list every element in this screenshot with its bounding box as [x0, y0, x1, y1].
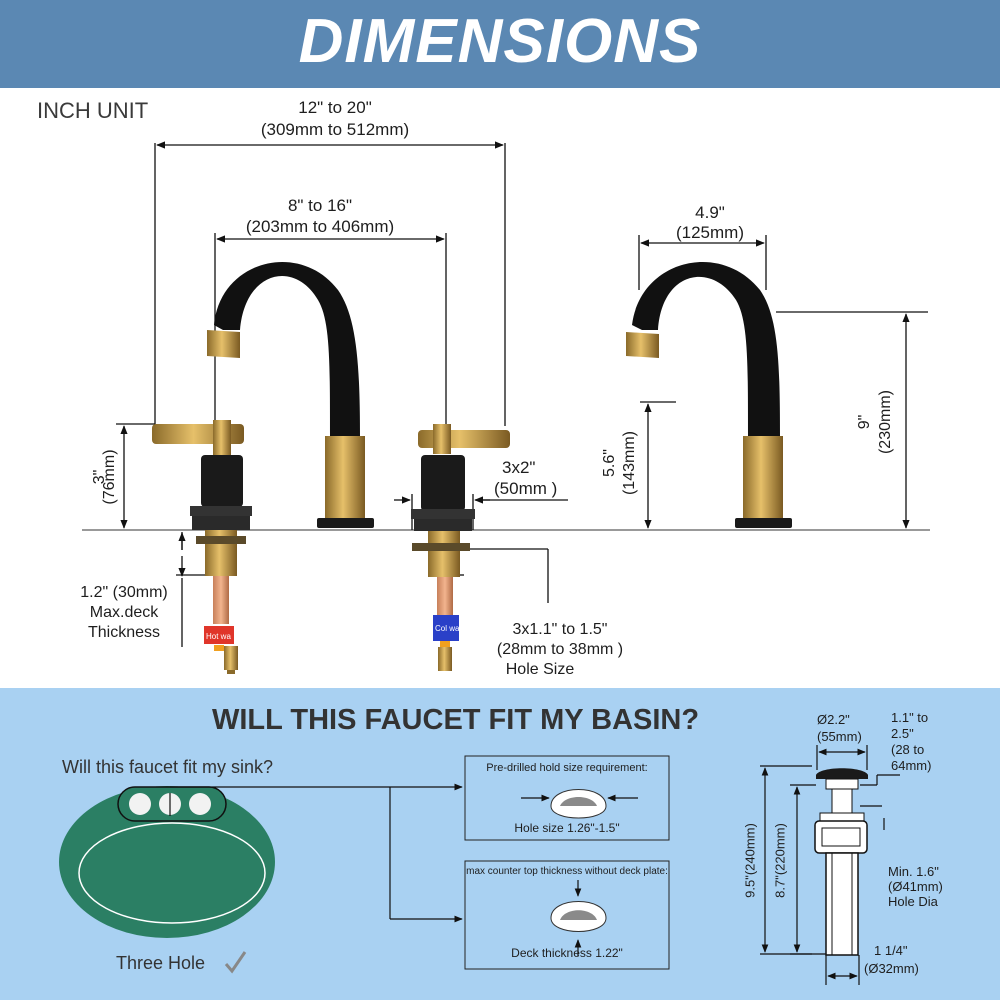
- fit-question: Will this faucet fit my sink?: [62, 757, 274, 777]
- drain-body-length: 8.7"(220mm): [772, 823, 788, 898]
- sink-to-box-connectors: [169, 783, 463, 923]
- overall-width-mm: (309mm to 512mm): [260, 120, 410, 139]
- deck-thickness-dimension: [176, 532, 206, 647]
- drain-hole-line3: Hole Dia: [888, 894, 938, 909]
- base-diameter-mm: (50mm ): [494, 479, 558, 498]
- center-spacing-mm: (203mm to 406mm): [245, 217, 395, 236]
- deck-thickness-line2: Max.deck: [89, 604, 159, 621]
- fit-section-title: WILL THIS FAUCET FIT MY BASIN?: [212, 704, 700, 736]
- deck-thickness-line1: 1.2" (30mm): [80, 584, 168, 601]
- cold-tag-label: Col wa: [435, 624, 460, 633]
- drain-diameter-inch: Ø2.2": [817, 712, 850, 727]
- deck-box-value: Deck thickness 1.22": [511, 946, 623, 960]
- drain-adjust-line3: (28 to: [891, 742, 925, 757]
- deck-thickness-line3: Thickness: [87, 624, 161, 641]
- spout-height-dimension: [776, 311, 928, 529]
- left-spout: [207, 261, 374, 528]
- check-icon: [224, 951, 247, 974]
- spout-reach-mm: (125mm): [675, 223, 744, 242]
- drain-hole-line2: (Ø41mm): [888, 879, 943, 894]
- handle-height-mm: (76mm): [101, 449, 118, 505]
- overall-width-inch: 12" to 20": [298, 98, 372, 117]
- pop-up-drain: [760, 745, 900, 985]
- hole-box-value: Hole size 1.26"-1.5": [514, 821, 620, 835]
- hole-size-line2: (28mm to 38mm ): [496, 641, 624, 658]
- drain-diameter-mm: (55mm): [817, 729, 862, 744]
- hole-size-illustration: [521, 789, 638, 819]
- drain-hole-line1: Min. 1.6": [888, 864, 939, 879]
- spout-reach-dimension: [638, 235, 767, 290]
- header-title: DIMENSIONS: [298, 7, 702, 76]
- drain-adjust-line1: 1.1" to: [891, 710, 929, 725]
- drain-adjust-line4: 64mm): [891, 758, 932, 773]
- hole-size-box: [464, 755, 670, 841]
- spout-reach-inch: 4.9": [695, 203, 725, 222]
- hole-size-line1: 3x1.1" to 1.5": [512, 621, 608, 638]
- header-banner: DIMENSIONS: [0, 0, 1000, 88]
- deck-thickness-box: [464, 860, 670, 970]
- hole-box-title: Pre-drilled hold size requirement:: [486, 762, 648, 774]
- spout-height-mm: (230mm): [877, 390, 894, 455]
- sink-basin: [59, 786, 275, 938]
- drain-pipe-inch: 1 1/4": [874, 943, 908, 958]
- unit-label: INCH UNIT: [37, 98, 149, 123]
- hot-handle: Hot wa: [152, 420, 252, 674]
- right-spout: [626, 261, 792, 528]
- hole-size-line3: Hole Size: [505, 661, 575, 678]
- hot-tag-label: Hot wa: [206, 632, 231, 641]
- deck-box-title: max counter top thickness without deck p…: [466, 866, 668, 877]
- center-spacing-dimension: [214, 233, 447, 425]
- handle-height-dimension: [116, 423, 155, 529]
- three-hole-label: Three Hole: [116, 953, 206, 973]
- drain-pipe-mm: (Ø32mm): [864, 961, 919, 976]
- drain-adjust-line2: 2.5": [891, 726, 914, 741]
- hole-size-leader: [460, 548, 549, 603]
- spout-height-inch: 9": [856, 414, 873, 430]
- cold-handle: Col wa: [411, 424, 510, 671]
- spout-outlet-dimension: [640, 401, 676, 529]
- spout-outlet-mm: (143mm): [621, 431, 638, 496]
- center-spacing-inch: 8" to 16": [287, 196, 353, 215]
- drain-body: [814, 768, 868, 956]
- base-diameter-inch: 3x2": [502, 458, 536, 477]
- overall-width-dimension: [154, 141, 506, 426]
- deck-thickness-illustration: [550, 880, 607, 956]
- drain-overall-length: 9.5"(240mm): [742, 823, 758, 898]
- spout-outlet-inch: 5.6": [601, 449, 618, 477]
